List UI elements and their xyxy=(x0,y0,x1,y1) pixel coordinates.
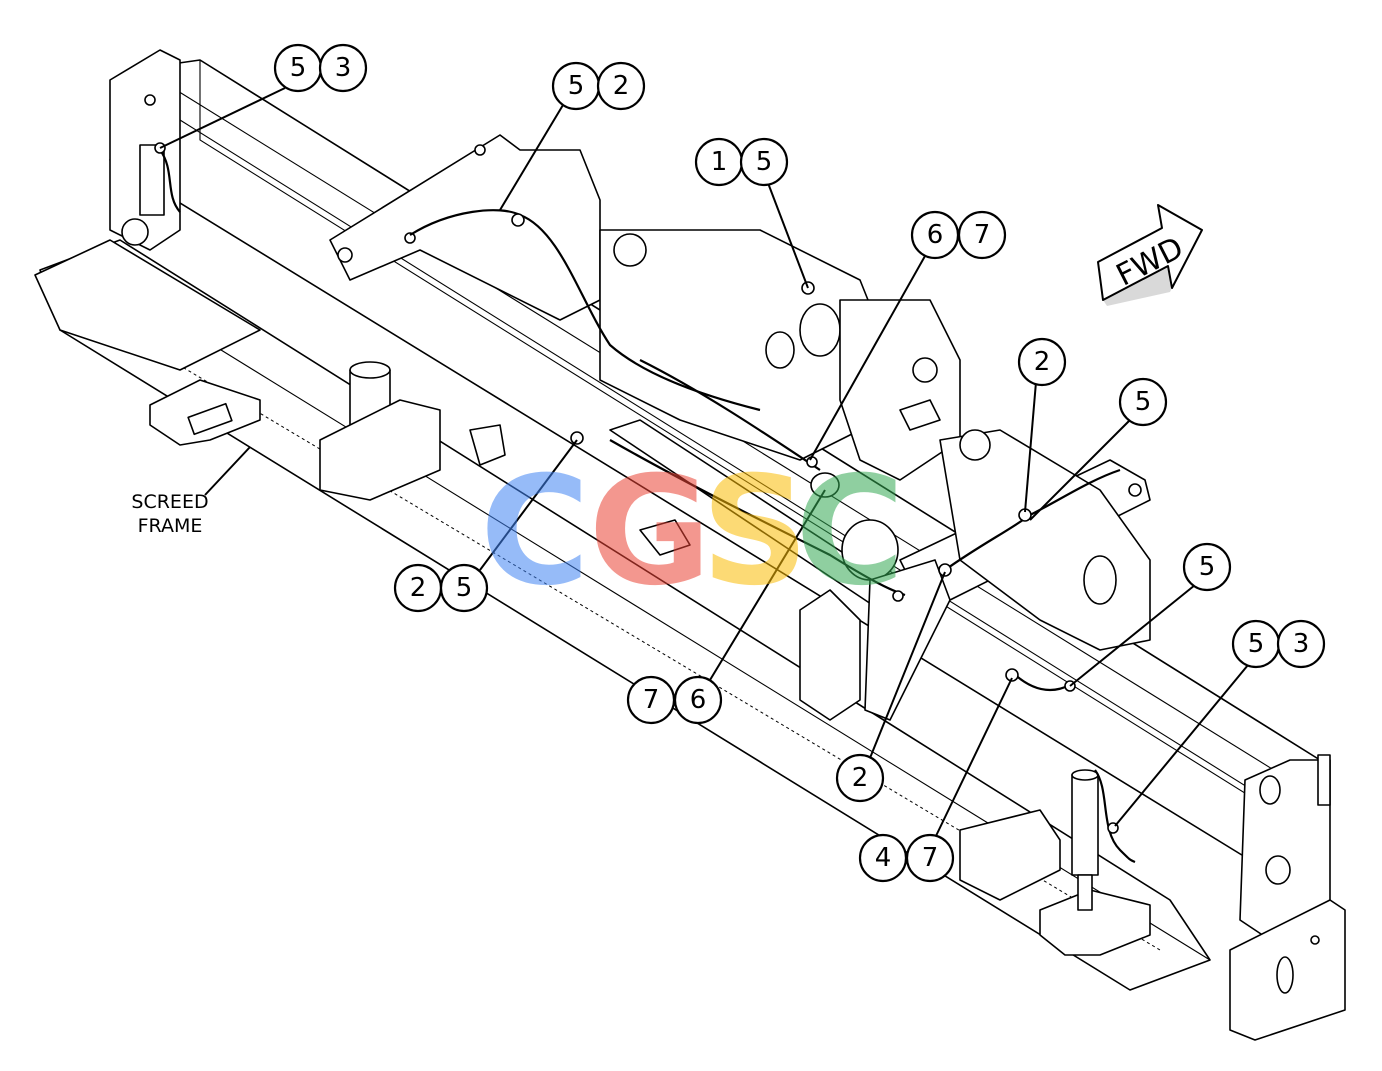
watermark-letter-3: S xyxy=(701,445,809,619)
fwd-arrow: FWD xyxy=(1097,204,1203,306)
callout-number: 6 xyxy=(927,220,944,250)
callout-5-2: 5 2 xyxy=(551,61,646,111)
callout-number: 1 xyxy=(711,147,728,177)
callout-number: 2 xyxy=(613,71,630,101)
callout-5-3-left: 5 3 xyxy=(273,43,368,93)
screed-frame-drawing xyxy=(34,49,1346,1041)
callout-number: 7 xyxy=(922,843,939,873)
callout-number: 5 xyxy=(1248,629,1265,659)
watermark-letter-1: C xyxy=(480,445,590,619)
callout-number: 5 xyxy=(1199,552,1216,582)
callout-number: 5 xyxy=(1135,387,1152,417)
wiring-harness-upper xyxy=(409,209,761,412)
callout-1-5: 1 5 xyxy=(694,137,789,187)
callouts: 5 3 5 2 1 5 6 7 2 xyxy=(273,43,1326,883)
screed-frame-label: SCREED FRAME xyxy=(131,446,251,537)
callout-4-7: 4 7 xyxy=(858,833,955,883)
wiring-harness-lower xyxy=(609,439,906,597)
callout-5-right: 5 xyxy=(1182,542,1232,592)
callout-2-5: 2 5 xyxy=(393,563,489,613)
callout-7-6: 7 6 xyxy=(626,675,723,725)
callout-2-lower: 2 xyxy=(835,753,885,803)
callout-2-upper: 2 xyxy=(1017,337,1067,387)
screed-frame-label-line2: FRAME xyxy=(138,515,203,537)
callout-number: 2 xyxy=(1034,347,1051,377)
wiring-harness-post xyxy=(1094,769,1136,864)
callout-number: 4 xyxy=(875,843,892,873)
watermark-letter-2: G xyxy=(588,445,711,619)
leader-lines xyxy=(159,87,1249,839)
wiring-harness-left-post xyxy=(159,149,181,213)
callout-number: 2 xyxy=(852,763,869,793)
callout-number: 2 xyxy=(410,573,427,603)
callout-number: 7 xyxy=(643,685,660,715)
callout-number: 3 xyxy=(1293,629,1310,659)
callout-number: 5 xyxy=(756,147,773,177)
left-lower-frame-box xyxy=(319,399,441,501)
right-lower-bracket xyxy=(1039,889,1151,956)
watermark-letter-4: C xyxy=(795,445,905,619)
callout-number: 5 xyxy=(290,53,307,83)
callout-5-upper-right: 5 xyxy=(1118,377,1168,427)
lower-center-leg xyxy=(864,559,951,721)
callout-number: 6 xyxy=(690,685,707,715)
watermark: C G S C xyxy=(480,445,905,619)
cylinder-right xyxy=(1071,774,1099,876)
callout-number: 5 xyxy=(568,71,585,101)
callout-number: 3 xyxy=(335,53,352,83)
callout-5-3-right: 5 3 xyxy=(1231,619,1326,669)
wiring-harness-center xyxy=(639,359,821,471)
callout-number: 5 xyxy=(456,573,473,603)
screed-frame-label-line1: SCREED xyxy=(131,491,208,513)
callout-6-7: 6 7 xyxy=(910,210,1007,260)
left-lower-plate xyxy=(34,239,261,371)
right-center-block xyxy=(839,299,961,481)
callout-number: 7 xyxy=(974,220,991,250)
